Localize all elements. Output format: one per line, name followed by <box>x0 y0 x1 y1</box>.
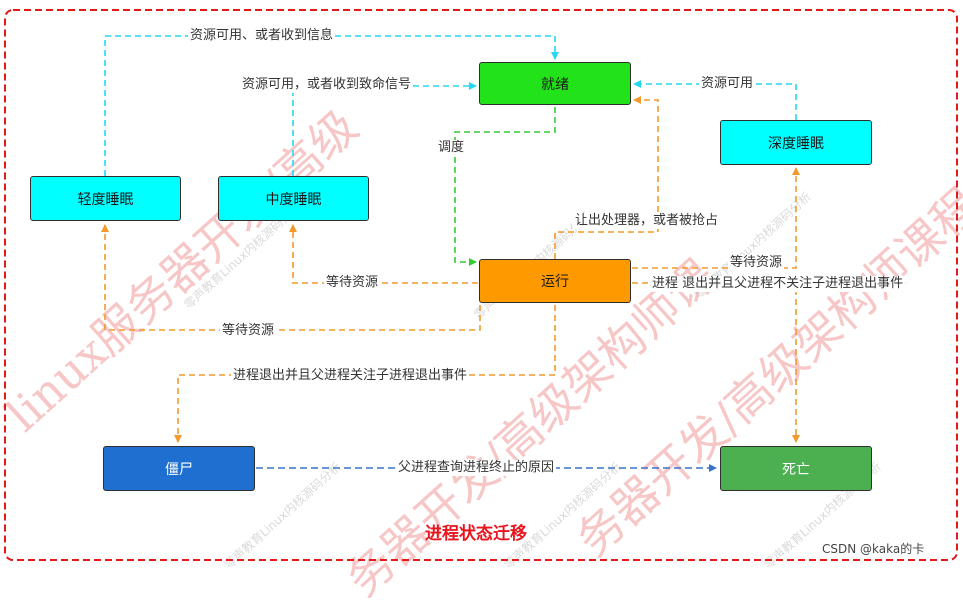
edge-running-to-zombie <box>174 305 556 443</box>
outer-frame <box>4 9 958 561</box>
label-ready-to-running: 调度 <box>436 140 467 156</box>
edge-running-to-medium <box>289 224 478 284</box>
credit-text: CSDN @kaka的卡 <box>822 542 925 556</box>
label-deep-to-ready: 资源可用 <box>699 76 756 92</box>
node-zombie: 僵尸 <box>103 446 255 491</box>
edge-deep-to-ready <box>633 80 797 120</box>
edge-medium-to-ready <box>292 82 477 176</box>
node-running: 运行 <box>479 259 631 303</box>
edge-light-to-ready <box>104 35 559 176</box>
node-ready: 就绪 <box>479 62 631 105</box>
node-deep-sleep: 深度睡眠 <box>720 120 872 165</box>
node-light-sleep: 轻度睡眠 <box>30 176 181 221</box>
diagram-canvas: linux服务器开发/高级 务器开发/高级架构师课 务器开发/高级架构师课程 零… <box>0 9 963 607</box>
edge-layer <box>4 9 958 561</box>
node-medium-sleep: 中度睡眠 <box>218 176 369 221</box>
label-medium-to-ready: 资源可用，或者收到致命信号 <box>240 77 414 93</box>
label-running-to-medium: 等待资源 <box>324 275 381 291</box>
diagram-title: 进程状态迁移 <box>425 524 527 544</box>
label-light-to-ready: 资源可用、或者收到信息 <box>188 28 336 44</box>
label-running-to-light: 等待资源 <box>220 323 277 339</box>
edge-running-to-dead <box>632 282 800 443</box>
label-running-to-deep: 等待资源 <box>728 255 785 271</box>
label-running-to-ready: 让出处理器，或者被抢占 <box>573 213 721 229</box>
label-zombie-to-dead: 父进程查询进程终止的原因 <box>396 460 557 476</box>
edge-running-to-deep <box>632 167 800 269</box>
label-running-to-zombie: 进程退出并且父进程关注子进程退出事件 <box>231 368 470 384</box>
edge-ready-to-running <box>454 107 556 266</box>
edge-running-to-light <box>101 224 481 331</box>
edge-running-to-ready <box>554 96 659 259</box>
node-dead: 死亡 <box>720 446 872 491</box>
label-running-to-dead: 进程 退出并且父进程不关注子进程退出事件 <box>650 276 906 292</box>
